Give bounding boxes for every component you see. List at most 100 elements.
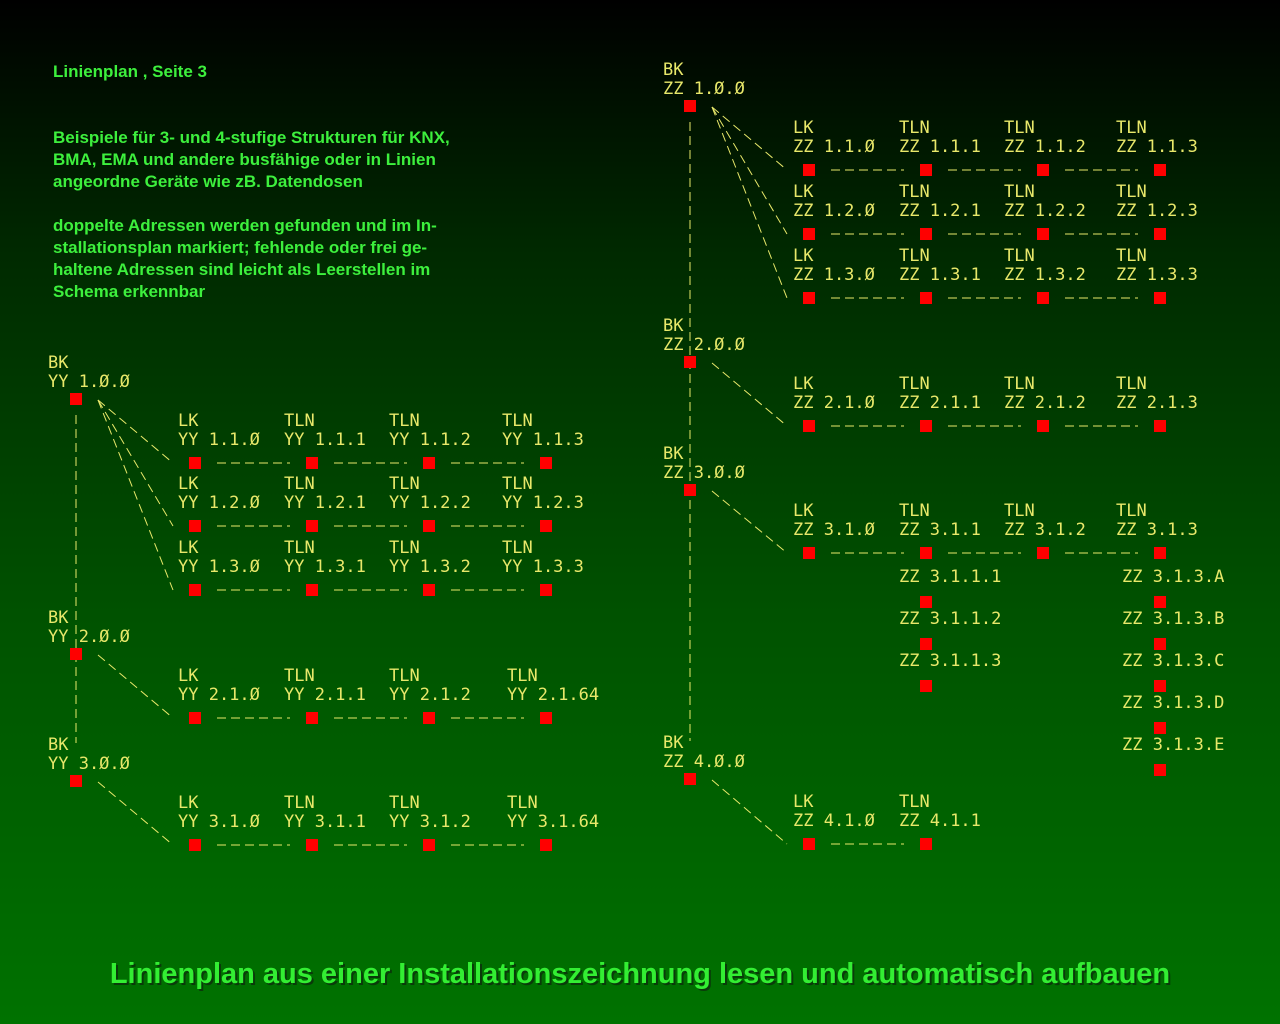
- tln-node: [1154, 292, 1166, 304]
- tln-node: [540, 712, 552, 724]
- tln-node: [306, 457, 318, 469]
- tln-type-label: TLN: [1004, 501, 1035, 521]
- coupling-line: [97, 654, 174, 719]
- tln-address-label: ZZ 1.1.1: [899, 137, 981, 157]
- bk-address-label: ZZ 4.Ø.Ø: [663, 752, 745, 772]
- coupling-line: [97, 399, 174, 527]
- tln-address-label: YY 1.3.2: [389, 557, 471, 577]
- tln-address-label: YY 2.1.64: [507, 685, 599, 705]
- tln-address-label: ZZ 2.1.2: [1004, 393, 1086, 413]
- tln-node: [540, 520, 552, 532]
- footer-caption: Linienplan aus einer Installationszeichn…: [109, 958, 1171, 990]
- coupling-line: [711, 106, 788, 171]
- tln-node: [1154, 164, 1166, 176]
- coupling-line: [711, 490, 788, 554]
- lk-type-label: LK: [793, 792, 814, 812]
- lk-node: [189, 584, 201, 596]
- lk-type-label: LK: [178, 666, 199, 686]
- tln-address-label: ZZ 1.1.3: [1116, 137, 1198, 157]
- tln-type-label: TLN: [1004, 374, 1035, 394]
- coupling-line: [711, 106, 788, 299]
- sub-node: [1154, 596, 1166, 608]
- tln-type-label: TLN: [899, 501, 930, 521]
- tln-node: [306, 712, 318, 724]
- lk-address-label: ZZ 4.1.Ø: [793, 811, 875, 831]
- tln-type-label: TLN: [1116, 182, 1147, 202]
- tln-node: [540, 457, 552, 469]
- tln-address-label: YY 1.2.1: [284, 493, 366, 513]
- tln-type-label: TLN: [1004, 118, 1035, 138]
- bk-address-label: YY 2.Ø.Ø: [48, 627, 130, 647]
- tln-type-label: TLN: [502, 538, 533, 558]
- bk-node: [70, 775, 82, 787]
- tln-address-label: ZZ 1.3.2: [1004, 265, 1086, 285]
- bk-address-label: ZZ 1.Ø.Ø: [663, 79, 745, 99]
- sub-node: [1154, 680, 1166, 692]
- sub-address-label: ZZ 3.1.3.B: [1122, 609, 1224, 629]
- tln-node: [306, 520, 318, 532]
- lk-node: [189, 712, 201, 724]
- tln-address-label: ZZ 4.1.1: [899, 811, 981, 831]
- bk-address-label: YY 3.Ø.Ø: [48, 754, 130, 774]
- tln-address-label: YY 1.2.3: [502, 493, 584, 513]
- tln-node: [423, 712, 435, 724]
- coupling-line: [711, 362, 788, 427]
- tln-type-label: TLN: [284, 474, 315, 494]
- tln-type-label: TLN: [899, 182, 930, 202]
- tln-type-label: TLN: [1004, 182, 1035, 202]
- tln-address-label: ZZ 3.1.3: [1116, 520, 1198, 540]
- sub-node: [920, 638, 932, 650]
- bk-node: [684, 356, 696, 368]
- tln-node: [306, 839, 318, 851]
- tln-address-label: YY 3.1.64: [507, 812, 599, 832]
- lk-node: [189, 839, 201, 851]
- bk-type-label: BK: [663, 60, 684, 80]
- tln-address-label: ZZ 2.1.1: [899, 393, 981, 413]
- tln-address-label: ZZ 1.2.1: [899, 201, 981, 221]
- tln-type-label: TLN: [389, 666, 420, 686]
- tln-node: [920, 838, 932, 850]
- bk-type-label: BK: [663, 733, 684, 753]
- tln-type-label: TLN: [899, 246, 930, 266]
- tln-type-label: TLN: [899, 792, 930, 812]
- lk-type-label: LK: [178, 474, 199, 494]
- lk-address-label: YY 1.3.Ø: [178, 557, 260, 577]
- sub-address-label: ZZ 3.1.1.3: [899, 651, 1001, 671]
- lk-type-label: LK: [793, 118, 814, 138]
- tln-node: [1037, 292, 1049, 304]
- tln-address-label: ZZ 1.2.2: [1004, 201, 1086, 221]
- bk-node: [70, 393, 82, 405]
- tln-type-label: TLN: [502, 474, 533, 494]
- tln-address-label: YY 1.3.3: [502, 557, 584, 577]
- tln-address-label: YY 3.1.2: [389, 812, 471, 832]
- tln-type-label: TLN: [284, 538, 315, 558]
- sub-address-label: ZZ 3.1.3.C: [1122, 651, 1224, 671]
- lk-node: [803, 838, 815, 850]
- lk-type-label: LK: [793, 501, 814, 521]
- tln-type-label: TLN: [1004, 246, 1035, 266]
- lk-address-label: ZZ 1.2.Ø: [793, 201, 875, 221]
- tln-address-label: ZZ 1.3.1: [899, 265, 981, 285]
- tln-type-label: TLN: [1116, 246, 1147, 266]
- bk-node: [684, 100, 696, 112]
- lk-address-label: ZZ 3.1.Ø: [793, 520, 875, 540]
- tln-node: [540, 584, 552, 596]
- bk-address-label: ZZ 2.Ø.Ø: [663, 335, 745, 355]
- lk-type-label: LK: [178, 793, 199, 813]
- tln-node: [1154, 228, 1166, 240]
- lk-address-label: YY 2.1.Ø: [178, 685, 260, 705]
- lk-address-label: YY 1.1.Ø: [178, 430, 260, 450]
- tln-address-label: ZZ 2.1.3: [1116, 393, 1198, 413]
- tln-type-label: TLN: [284, 666, 315, 686]
- tln-type-label: TLN: [389, 793, 420, 813]
- sub-node: [1154, 722, 1166, 734]
- tln-address-label: YY 1.2.2: [389, 493, 471, 513]
- coupling-line: [97, 399, 174, 464]
- bk-node: [684, 484, 696, 496]
- lk-type-label: LK: [178, 411, 199, 431]
- tln-node: [920, 164, 932, 176]
- tln-node: [1037, 420, 1049, 432]
- sub-address-label: ZZ 3.1.1.2: [899, 609, 1001, 629]
- tln-type-label: TLN: [284, 793, 315, 813]
